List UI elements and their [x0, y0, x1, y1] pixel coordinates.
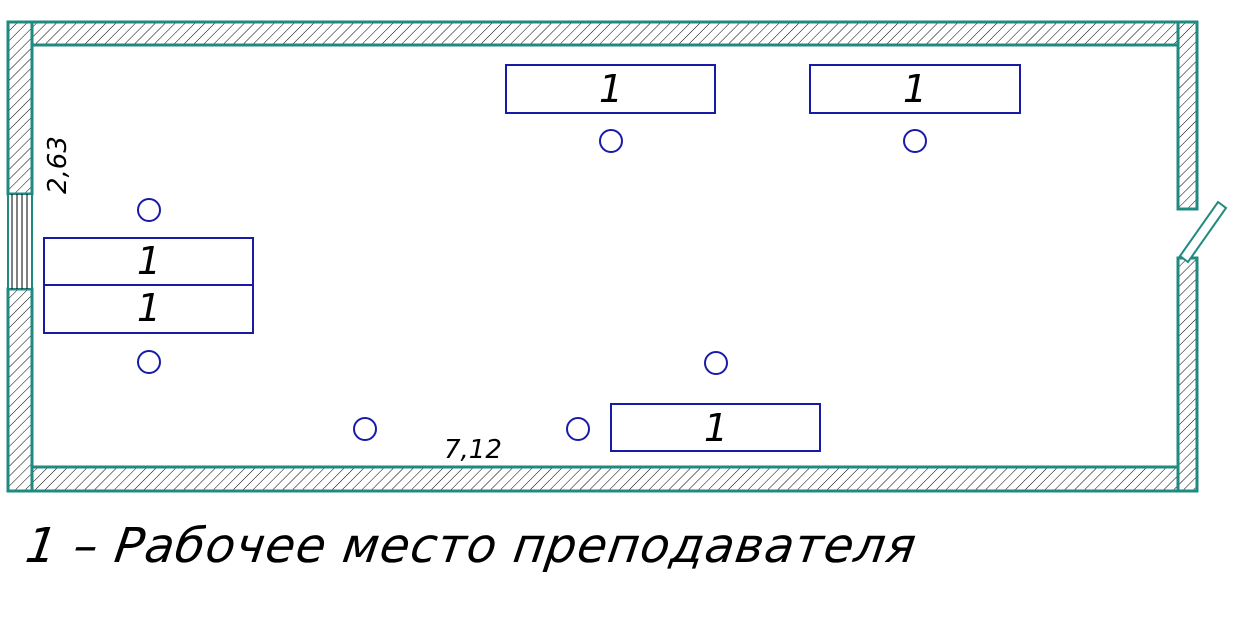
chair-icon — [137, 198, 161, 222]
desk-left-upper — [43, 237, 254, 286]
wall-right-lower — [1176, 256, 1199, 493]
desk-top-right — [809, 64, 1021, 114]
wall-left-upper — [6, 20, 34, 196]
height-dimension-label: 2,63 — [43, 136, 73, 194]
desk-labels: 1 1 1 1 1 — [137, 67, 927, 450]
chair-icon — [137, 350, 161, 374]
chair-icon — [353, 417, 377, 441]
desk-label: 1 — [137, 239, 161, 283]
window — [7, 193, 33, 290]
chair-icon — [903, 129, 927, 153]
desk-label: 1 — [599, 67, 623, 111]
desk-bottom — [610, 403, 821, 452]
wall-top — [6, 20, 1199, 47]
chair-icon — [599, 129, 623, 153]
legend-marker: 1 — [22, 518, 62, 574]
legend: 1 – Рабочее место преподавателя — [22, 518, 920, 574]
desks — [43, 64, 1021, 452]
wall-bottom — [6, 465, 1199, 493]
legend-separator: – — [69, 518, 103, 574]
wall-left-lower — [6, 287, 34, 493]
desk-label: 1 — [137, 286, 161, 330]
legend-text: Рабочее место преподавателя — [111, 518, 921, 574]
desk-label: 1 — [704, 406, 728, 450]
walls — [6, 20, 1199, 493]
wall-right-upper — [1176, 20, 1199, 211]
width-dimension-label: 7,12 — [444, 435, 502, 465]
chair-icon — [704, 351, 728, 375]
door — [1178, 200, 1228, 264]
desk-left-lower — [43, 284, 254, 334]
chair-icon — [566, 417, 590, 441]
desk-label: 1 — [903, 67, 927, 111]
desk-top-center — [505, 64, 716, 114]
chairs — [137, 129, 927, 441]
